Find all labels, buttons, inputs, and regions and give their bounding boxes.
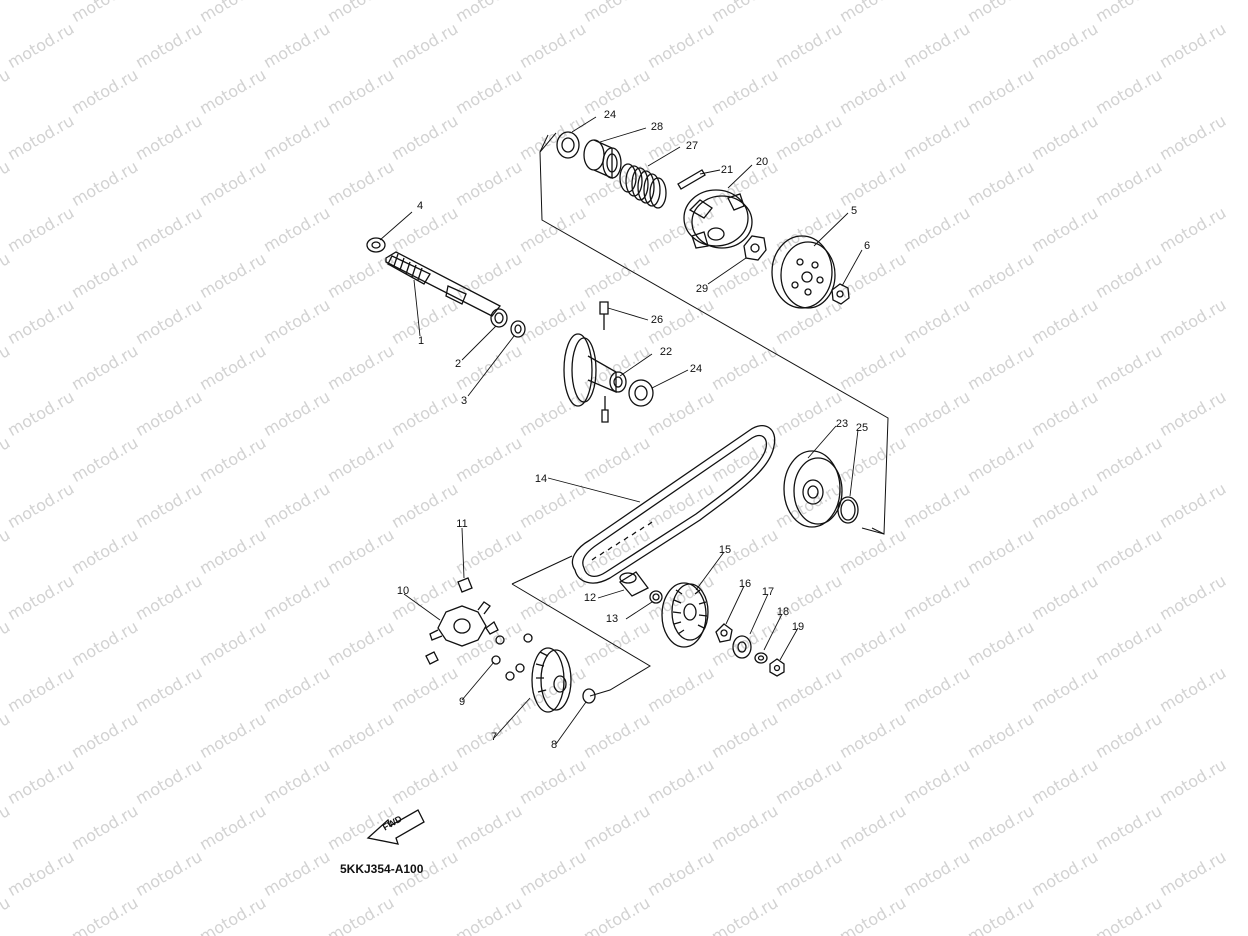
callout-10: 10 [396,585,410,597]
diagram-code: 5KKJ354-A100 [340,862,424,876]
part-21-pin [677,169,706,190]
part-23-secondary-sheave [783,450,843,528]
part-3-seal [510,320,526,338]
part-17-plate [732,635,752,659]
callout-8: 8 [550,739,558,751]
callout-20: 20 [755,156,769,168]
callout-2: 2 [454,358,462,370]
callout-22: 22 [659,346,673,358]
part-1-shaft [385,251,502,317]
callout-9: 9 [458,696,466,708]
group-boundary-lines [511,132,889,697]
callout-17: 17 [761,586,775,598]
callout-21: 21 [720,164,734,176]
callout-25: 25 [855,422,869,434]
part-25-oring [837,496,859,524]
part-7-primary-sheave [531,647,572,713]
callout-11: 11 [456,518,468,530]
callout-16: 16 [738,578,752,590]
part-11-slider-extra [425,621,499,665]
part-29-nut [743,235,767,261]
callout-23: 23 [835,418,849,430]
part-15-fan-sheave [661,582,709,648]
part-11-slider [457,577,473,593]
part-19-nut [769,658,785,677]
part-26-screw [599,301,609,423]
callout-28: 28 [650,121,664,133]
leader-lines [379,116,863,745]
callout-5: 5 [850,205,858,217]
callout-6: 6 [863,240,871,252]
part-18-washer [754,652,768,664]
callout-24-top: 24 [603,109,617,121]
part-4-bearing [366,237,386,253]
callout-1: 1 [417,335,425,347]
callout-7: 7 [490,731,498,743]
part-13-washer [649,590,663,604]
part-8-collar [582,688,596,704]
part-28-sleeve [583,139,622,180]
part-24-collar-top [556,131,580,159]
callout-4: 4 [416,200,424,212]
callout-18: 18 [776,606,790,618]
part-6-nut [831,283,850,305]
callout-12: 12 [583,592,597,604]
callout-13: 13 [605,613,619,625]
callout-24-mid: 24 [689,363,703,375]
part-5-clutch-housing [771,235,836,309]
callout-26: 26 [650,314,664,326]
part-16-washer [715,623,733,643]
callout-27: 27 [685,140,699,152]
part-10-cam-plate [429,601,491,647]
fwd-arrow-icon [366,809,425,845]
part-9-rollers [491,633,533,681]
callout-14: 14 [534,473,548,485]
part-24-seal-mid [628,379,654,407]
callout-3: 3 [460,395,468,407]
part-14-belt [571,425,776,584]
callout-19: 19 [791,621,805,633]
callout-15: 15 [718,544,732,556]
part-2-bearing [490,308,508,328]
part-12-collar [619,571,649,597]
part-27-spring [619,163,667,209]
part-22-sheave [563,333,627,407]
callout-29: 29 [695,283,709,295]
part-20-clutch-carrier [683,189,753,249]
